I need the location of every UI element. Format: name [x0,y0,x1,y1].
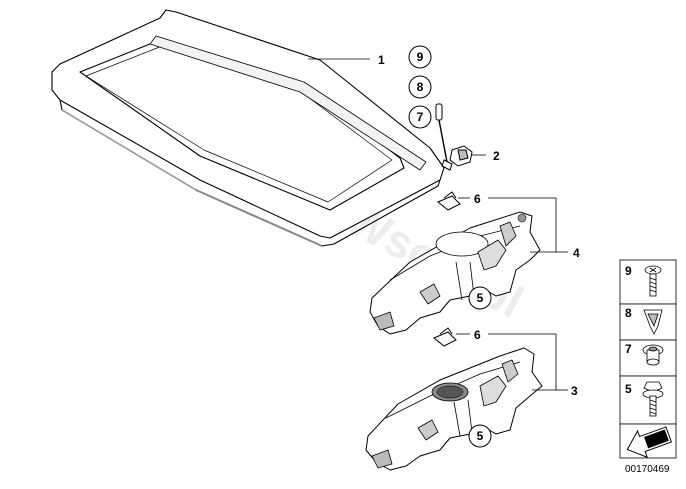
rear-shelf-part [51,9,445,247]
direction-arrow-icon [626,426,673,459]
circled-callout-5-lower: 5 [468,424,492,448]
bracket-part-upper [437,191,461,211]
screw-icon [644,265,662,297]
bracket-part-lower [433,327,457,347]
grommet-icon [642,344,664,366]
callout-2: 2 [493,149,500,163]
document-number: 00170469 [625,464,670,475]
svg-text:9: 9 [417,50,424,64]
leader-line-3 [488,333,568,391]
svg-text:8: 8 [417,80,424,94]
legend-label-8: 8 [625,306,632,320]
legend-label-7: 7 [625,342,632,356]
legend-label-9: 9 [625,264,632,278]
circled-callout-8: 8 [408,75,432,99]
svg-text:5: 5 [477,429,484,443]
callout-3: 3 [571,384,578,398]
side-trim-lower [365,347,543,471]
clip-part [449,145,473,167]
legend-label-5: 5 [625,382,632,396]
circled-callout-9: 9 [408,45,432,69]
circled-callout-5-upper: 5 [468,286,492,310]
washer-screw-icon [642,381,664,417]
clip-nut-icon [643,309,663,335]
leader-line-4 [488,197,568,253]
circled-callout-7: 7 [408,105,432,129]
support-rod [435,103,453,171]
callout-1: 1 [378,53,385,67]
legend-panel: 9 8 7 5 [619,259,677,459]
side-trim-upper [369,211,541,335]
svg-text:5: 5 [477,291,484,305]
callout-4: 4 [573,246,580,260]
svg-text:7: 7 [417,110,424,124]
callout-6-upper: 6 [474,192,481,206]
callout-6-lower: 6 [474,328,481,342]
